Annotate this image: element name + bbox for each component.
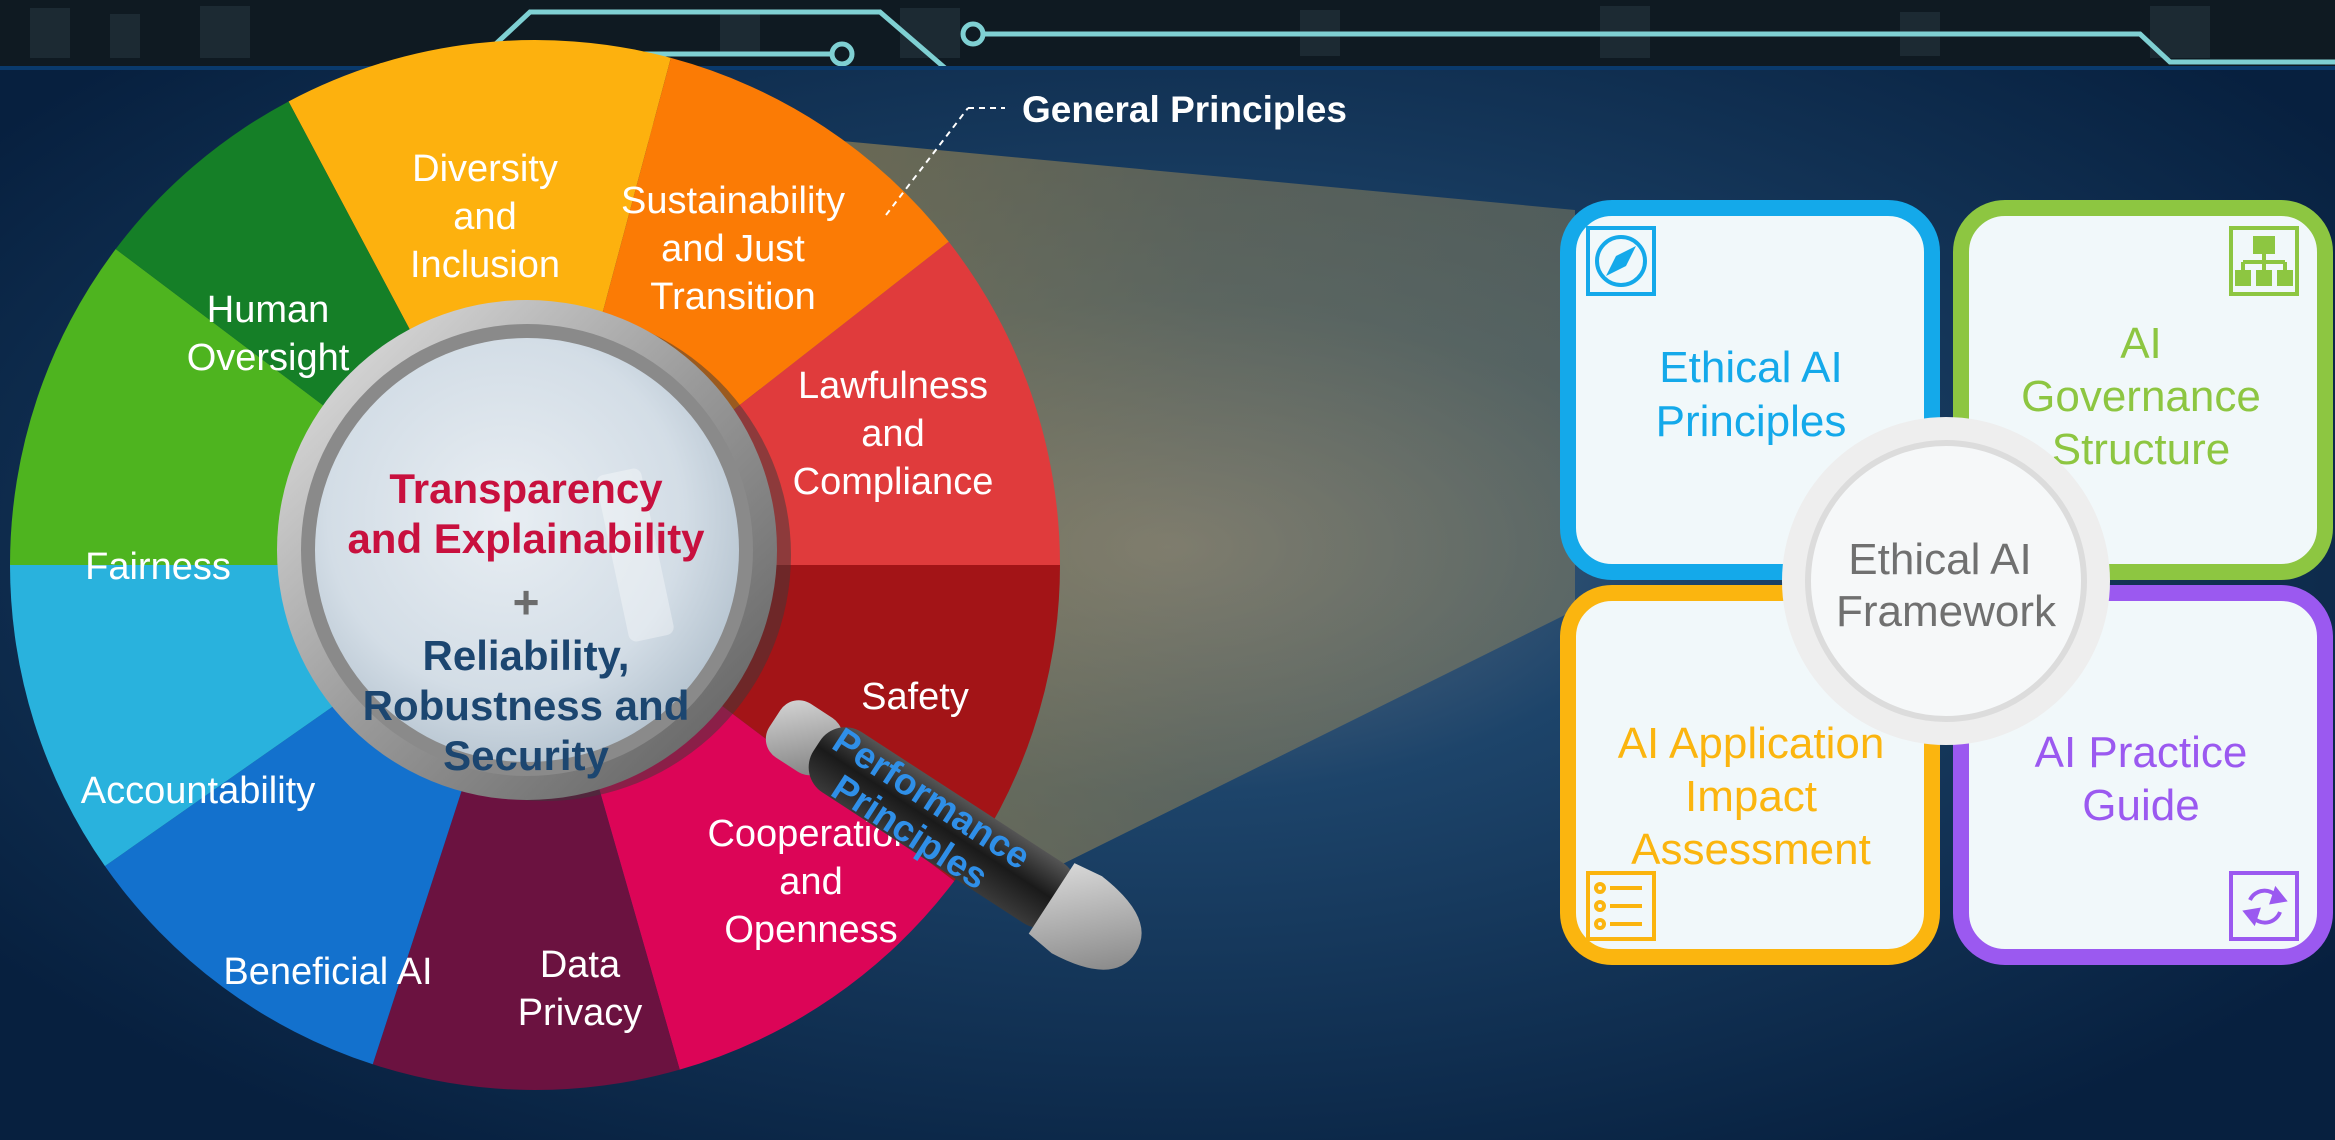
magnifying-glass: Performance Principles Transparency and … bbox=[277, 300, 1142, 970]
card-label-line-2: Governance bbox=[2021, 372, 2261, 421]
wheel-label-lawfulness-line-2: and bbox=[861, 413, 924, 455]
checklist-icon bbox=[1586, 871, 1656, 941]
lens-bottom-line-3: Security bbox=[443, 732, 609, 779]
wheel-label-beneficial-ai-line-1: Beneficial AI bbox=[223, 951, 432, 993]
card-label-line-3: Assessment bbox=[1631, 825, 1871, 874]
handle-cap bbox=[1028, 863, 1142, 970]
lens-top-line-2: and Explainability bbox=[347, 515, 705, 562]
wheel-label-sustainability-line-3: Transition bbox=[650, 276, 815, 318]
compass-icon bbox=[1586, 226, 1656, 296]
wheel-label-lawfulness-line-1: Lawfulness bbox=[798, 365, 988, 407]
wheel-label-diversity-line-3: Inclusion bbox=[410, 244, 560, 286]
center-label-line-2: Framework bbox=[1836, 587, 2057, 636]
cycle-icon bbox=[2229, 871, 2299, 941]
card-label-line-1: AI Application bbox=[1618, 719, 1885, 768]
wheel-label-data-privacy-line-2: Privacy bbox=[518, 992, 643, 1034]
wheel-label-sustainability-line-2: and Just bbox=[661, 228, 805, 270]
card-label-line-1: AI Practice bbox=[2035, 728, 2248, 777]
lens-bottom-line-2: Robustness and bbox=[363, 682, 690, 729]
framework-panel: Ethical AI Principles AI Governance Stru… bbox=[1560, 200, 2333, 965]
wheel-label-safety-line-1: Safety bbox=[861, 676, 969, 718]
wheel-segment-data-privacy bbox=[372, 565, 680, 1090]
general-principles-callout: General Principles bbox=[885, 89, 1347, 216]
wheel-label-sustainability-line-1: Sustainability bbox=[621, 180, 845, 222]
general-principles-label: General Principles bbox=[1022, 89, 1347, 130]
magnifier-handle bbox=[808, 727, 1077, 928]
card-label-line-1: AI bbox=[2120, 319, 2162, 368]
lens-bottom-line-1: Reliability, bbox=[423, 632, 630, 679]
lens-top-line-1: Transparency bbox=[389, 465, 663, 512]
framework-center: Ethical AI Framework bbox=[1782, 417, 2110, 745]
card-label-line-2: Principles bbox=[1656, 397, 1847, 446]
wheel-label-human-oversight-line-2: Oversight bbox=[187, 337, 350, 379]
wheel-label-cooperation-line-2: and bbox=[779, 861, 842, 903]
plus-icon: + bbox=[513, 576, 540, 628]
wheel-label-lawfulness-line-3: Compliance bbox=[793, 461, 994, 503]
card-label-line-2: Guide bbox=[2082, 781, 2199, 830]
wheel-label-diversity-line-1: Diversity bbox=[412, 148, 558, 190]
org-chart-icon bbox=[2229, 226, 2299, 296]
wheel-label-diversity-line-2: and bbox=[453, 196, 516, 238]
wheel-label-fairness-line-1: Fairness bbox=[85, 546, 231, 588]
wheel-label-cooperation-line-3: Openness bbox=[724, 909, 897, 951]
wheel-label-accountability-line-1: Accountability bbox=[81, 770, 315, 812]
card-label-line-2: Impact bbox=[1685, 772, 1817, 821]
wheel-label-data-privacy-line-1: Data bbox=[540, 944, 621, 986]
magnifier-lens bbox=[315, 338, 739, 762]
wheel-label-human-oversight-line-1: Human bbox=[207, 289, 330, 331]
wheel-segment-diversity bbox=[288, 39, 671, 565]
lens-reflection bbox=[596, 468, 674, 642]
card-label-line-1: Ethical AI bbox=[1659, 343, 1842, 392]
center-inner bbox=[1805, 440, 2087, 722]
circuit-banner bbox=[0, 0, 2335, 71]
card-label-line-3: Structure bbox=[2052, 425, 2231, 474]
center-label-line-1: Ethical AI bbox=[1848, 535, 2031, 584]
